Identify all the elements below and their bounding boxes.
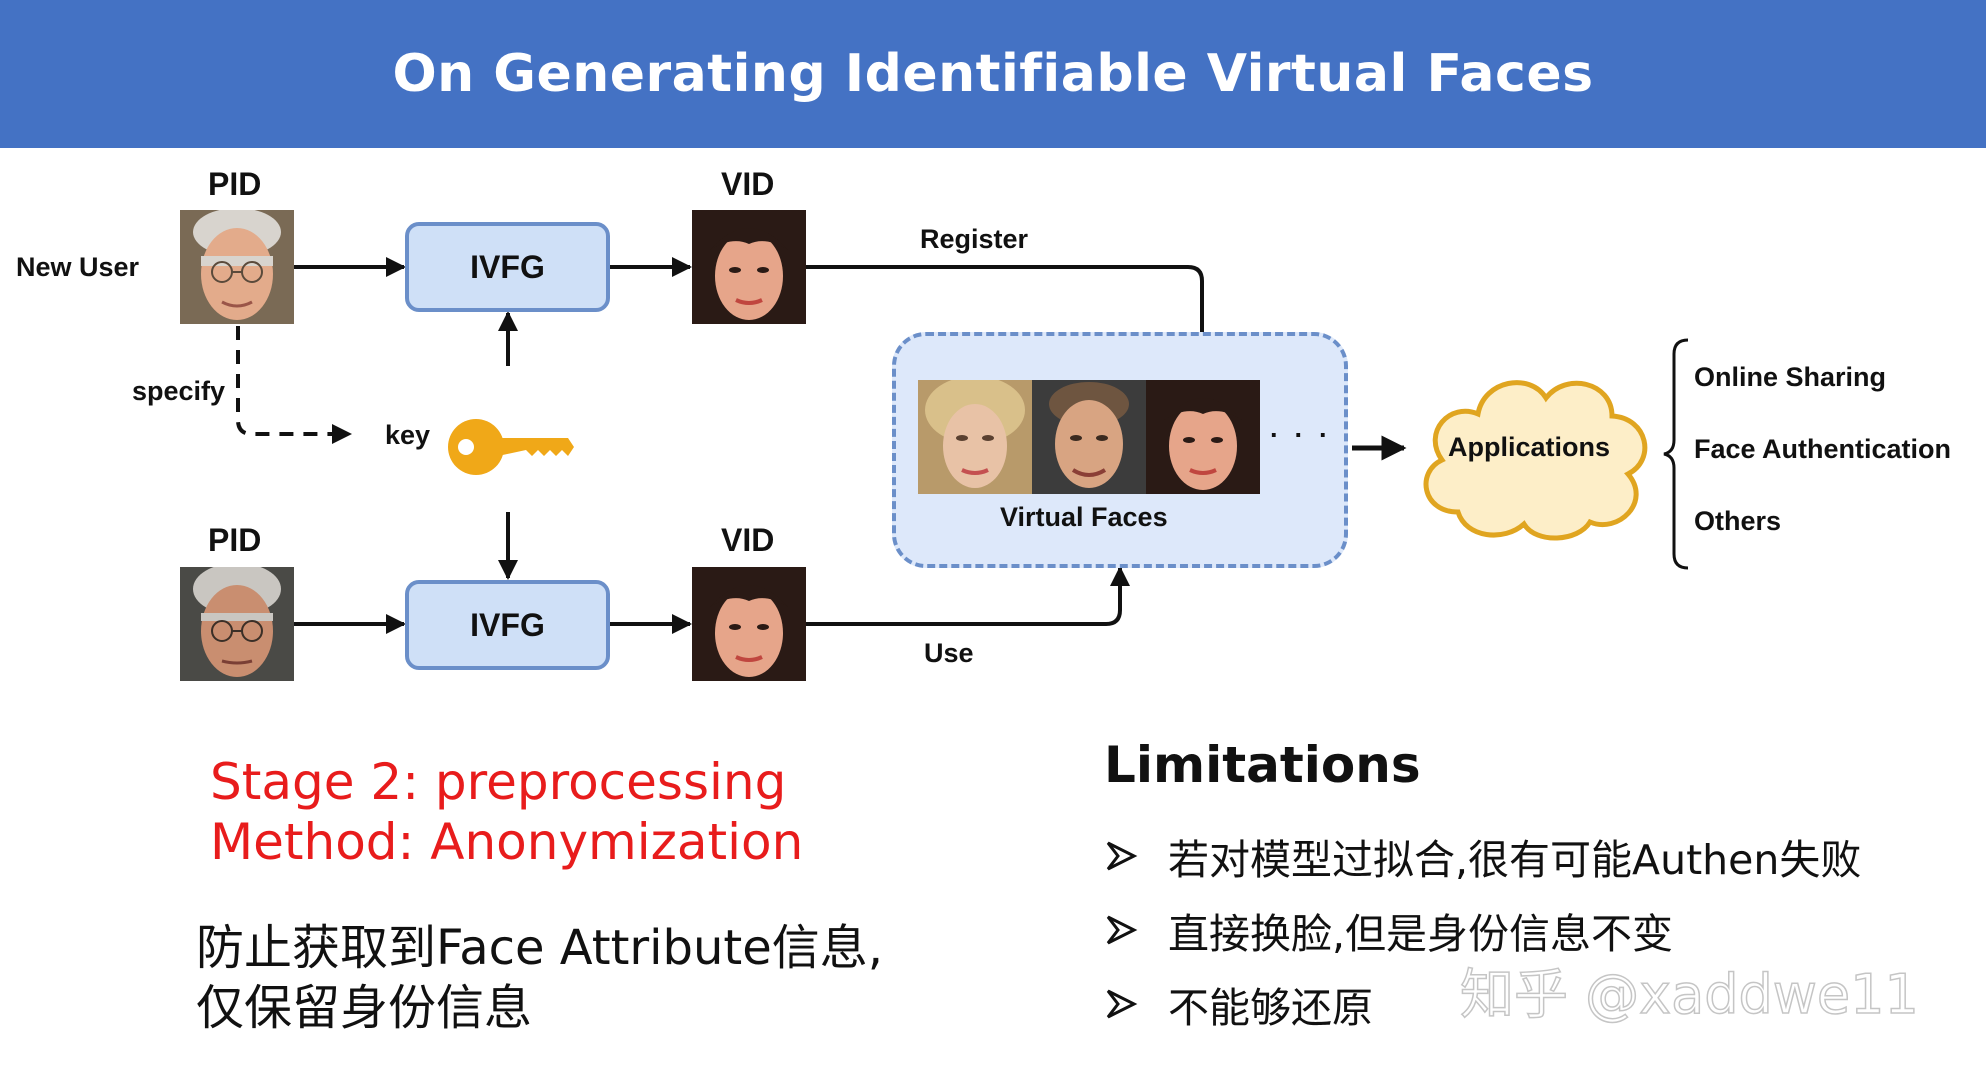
slide-title: On Generating Identifiable Virtual Faces <box>392 44 1594 104</box>
note-line-2: 仅保留身份信息 <box>196 980 533 1036</box>
pid-face-bottom <box>180 567 294 681</box>
vid-label-bottom: VID <box>721 522 775 558</box>
bullet-arrow-icon <box>1106 915 1138 945</box>
limitation-item: 不能够还原 <box>1104 974 1373 1034</box>
note-block: 防止获取到Face Attribute信息, 仅保留身份信息 <box>196 918 883 1038</box>
pid-label-top: PID <box>208 166 262 202</box>
specify-label: specify <box>132 376 226 406</box>
limitation-text: 直接换脸,但是身份信息不变 <box>1168 910 1674 958</box>
limitation-item: 直接换脸,但是身份信息不变 <box>1104 900 1673 960</box>
ivfg-label-top: IVFG <box>470 248 545 285</box>
arrow-specify-dashed <box>236 326 352 444</box>
app-item-face-authentication: Face Authentication <box>1694 434 1952 464</box>
vid-face-bottom <box>692 567 806 681</box>
key-label: key <box>385 420 431 450</box>
register-label: Register <box>920 224 1029 254</box>
limitations-title: Limitations <box>1104 736 1421 794</box>
arrow-use <box>806 566 1130 626</box>
arrow-register <box>806 265 1212 380</box>
applications-cloud-icon <box>1423 380 1648 541</box>
virtual-faces-label: Virtual Faces <box>1000 502 1168 532</box>
note-line-1: 防止获取到Face Attribute信息, <box>196 920 884 976</box>
app-item-online-sharing: Online Sharing <box>1694 362 1887 392</box>
virtual-faces-strip <box>918 380 1260 494</box>
use-label: Use <box>924 638 974 668</box>
bullet-arrow-icon <box>1106 989 1138 1019</box>
brace-icon <box>1663 338 1689 570</box>
ellipsis: · · · <box>1270 420 1332 450</box>
vid-label-top: VID <box>721 166 775 202</box>
pid-face-top <box>180 210 294 324</box>
stage-line: Stage 2: preprocessing <box>210 753 787 811</box>
limitation-text: 不能够还原 <box>1168 984 1373 1032</box>
bullet-arrow-icon <box>1106 841 1138 871</box>
new-user-label: New User <box>16 252 140 282</box>
ivfg-box-top: IVFG <box>405 222 610 312</box>
method-line: Method: Anonymization <box>210 813 804 871</box>
limitation-item: 若对模型过拟合,很有可能Authen失败 <box>1104 826 1861 886</box>
pid-label-bottom: PID <box>208 522 262 558</box>
ivfg-box-bottom: IVFG <box>405 580 610 670</box>
stage-method-block: Stage 2: preprocessing Method: Anonymiza… <box>210 752 803 872</box>
applications-label: Applications <box>1448 432 1611 462</box>
limitation-text: 若对模型过拟合,很有可能Authen失败 <box>1168 836 1862 884</box>
ivfg-label-bottom: IVFG <box>470 606 545 643</box>
watermark: 知乎 @xaddwe11 <box>1459 962 1919 1027</box>
title-bar: On Generating Identifiable Virtual Faces <box>0 0 1986 148</box>
app-item-others: Others <box>1694 506 1782 536</box>
key-icon <box>448 419 574 475</box>
vid-face-top <box>692 210 806 324</box>
